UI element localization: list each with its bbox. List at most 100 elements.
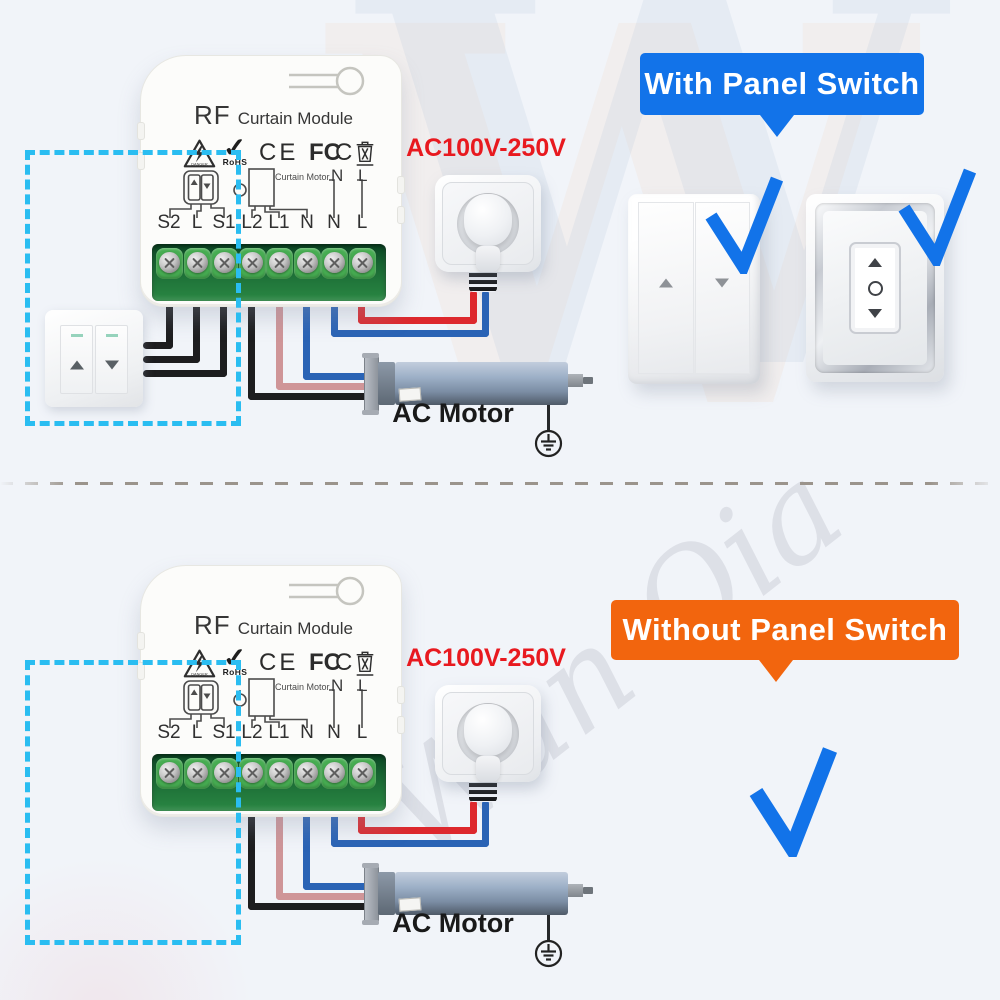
module-brand: RF — [194, 100, 231, 130]
terminal-label-n2: N — [327, 212, 341, 233]
wire-l1-horizontal — [276, 893, 378, 900]
wire-l1-horizontal — [276, 383, 378, 390]
terminal-screw — [210, 758, 238, 789]
terminal-label-n2: N — [327, 722, 341, 743]
rohs-label: RoHS — [222, 667, 248, 677]
wire-s1-horizontal — [143, 370, 227, 377]
ce-mark: CE — [259, 649, 299, 676]
wall-switch-rockers — [60, 325, 128, 394]
certification-marks-row: DANGER ✓ RoHS CE FCC — [183, 133, 379, 172]
wire-live-socket-riser — [470, 800, 477, 834]
power-plug — [464, 703, 512, 756]
wall-panel-switch — [45, 310, 143, 407]
weee-bin-icon — [356, 141, 374, 166]
banner-without-panel-switch: Without Panel Switch — [611, 600, 959, 682]
curtain-motor-label: Curtain Motor — [275, 682, 330, 692]
switch-plate — [823, 211, 927, 365]
diagram-with-panel-switch: RF Curtain Module DANGER ✓ RoHS CE FCC — [0, 0, 1000, 495]
section-divider — [0, 482, 1000, 485]
voltage-label: AC100V-250V — [406, 644, 566, 672]
screw-icon — [323, 252, 345, 273]
screw-icon — [158, 252, 180, 273]
terminal-label-n1: N — [300, 722, 314, 743]
check-icon — [898, 168, 977, 266]
fcc-letter: C — [323, 139, 342, 166]
curtain-motor-box-icon — [248, 168, 275, 207]
terminal-label-s2: S2 — [157, 212, 181, 233]
screw-icon — [213, 762, 235, 783]
up-arrow-icon — [658, 278, 673, 288]
live-label: L — [358, 166, 368, 185]
terminal-label-l2: L2 — [241, 722, 263, 743]
fcc-mark: FCC — [309, 139, 352, 167]
stop-circle-icon — [867, 280, 883, 296]
terminal-screw — [155, 248, 183, 279]
screw-icon — [296, 252, 318, 273]
motor-end-cap — [378, 872, 395, 915]
banner-label: Without Panel Switch — [622, 612, 948, 647]
terminal-screw — [348, 758, 376, 789]
wire-l2-horizontal — [248, 393, 378, 400]
wire-n-motor-horizontal — [303, 883, 378, 890]
check-icon-large — [749, 747, 837, 857]
wire-n-socket-riser — [482, 290, 489, 337]
module-title: RF Curtain Module — [171, 610, 376, 641]
plug-cord-neck — [476, 246, 500, 272]
terminal-screw — [155, 758, 183, 789]
ac-motor-tube — [395, 362, 568, 405]
wire-s2-horizontal — [143, 342, 173, 349]
ac-motor-tube — [395, 872, 568, 915]
wire-live-socket-horizontal — [358, 827, 477, 834]
fcc-mark: FCC — [309, 649, 352, 677]
earth-ground-icon — [534, 429, 563, 458]
banner-pointer — [760, 115, 794, 137]
fcc-letter: F — [309, 649, 324, 676]
wire-live-socket-horizontal — [358, 317, 477, 324]
terminal-label-l: L — [191, 212, 203, 233]
module-name: Curtain Module — [237, 109, 353, 128]
neutral-label: N — [331, 676, 344, 695]
weee-bin-icon — [356, 651, 374, 676]
terminal-screw — [265, 248, 293, 279]
rocker-up — [60, 325, 93, 394]
earth-ground-icon — [534, 939, 563, 968]
terminal-screw — [238, 248, 266, 279]
up-arrow-icon — [69, 360, 84, 370]
terminal-label-s1: S1 — [212, 212, 236, 233]
terminal-label-l: L — [191, 722, 203, 743]
ground-wire — [547, 915, 550, 940]
screw-icon — [186, 252, 208, 273]
wire-n-socket-horizontal — [331, 330, 489, 337]
terminal-label-l2: L2 — [241, 212, 263, 233]
screw-icon — [351, 762, 373, 783]
motor-shaft — [568, 884, 583, 897]
power-socket — [435, 175, 541, 272]
screw-icon — [268, 252, 290, 273]
wire-s1-vertical — [220, 302, 227, 377]
wire-n-socket-riser — [482, 800, 489, 847]
mounting-tab — [397, 206, 405, 224]
terminal-label-s1: S1 — [212, 722, 236, 743]
danger-label: DANGER — [191, 163, 208, 167]
terminal-label-l-in: L — [356, 212, 368, 233]
banner-with-panel-switch: With Panel Switch — [640, 53, 924, 137]
screw-icon — [241, 252, 263, 273]
module-brand: RF — [194, 610, 231, 640]
module-title: RF Curtain Module — [171, 100, 376, 131]
mounting-tab — [137, 122, 145, 140]
wire-live-socket-vertical — [358, 812, 365, 834]
screw-icon — [241, 762, 263, 783]
down-arrow-icon — [104, 360, 119, 370]
ce-mark: CE — [259, 139, 299, 166]
mounting-tab — [397, 176, 405, 194]
terminal-screw — [293, 248, 321, 279]
module-name: Curtain Module — [237, 619, 353, 638]
panel-switch-highlight-box — [25, 150, 241, 426]
panel-switch-highlight-box — [25, 660, 241, 945]
motor-pin — [583, 377, 593, 384]
screw-icon — [186, 762, 208, 783]
terminal-label-l1: L1 — [268, 212, 290, 233]
wire-l1-vertical — [276, 812, 283, 900]
